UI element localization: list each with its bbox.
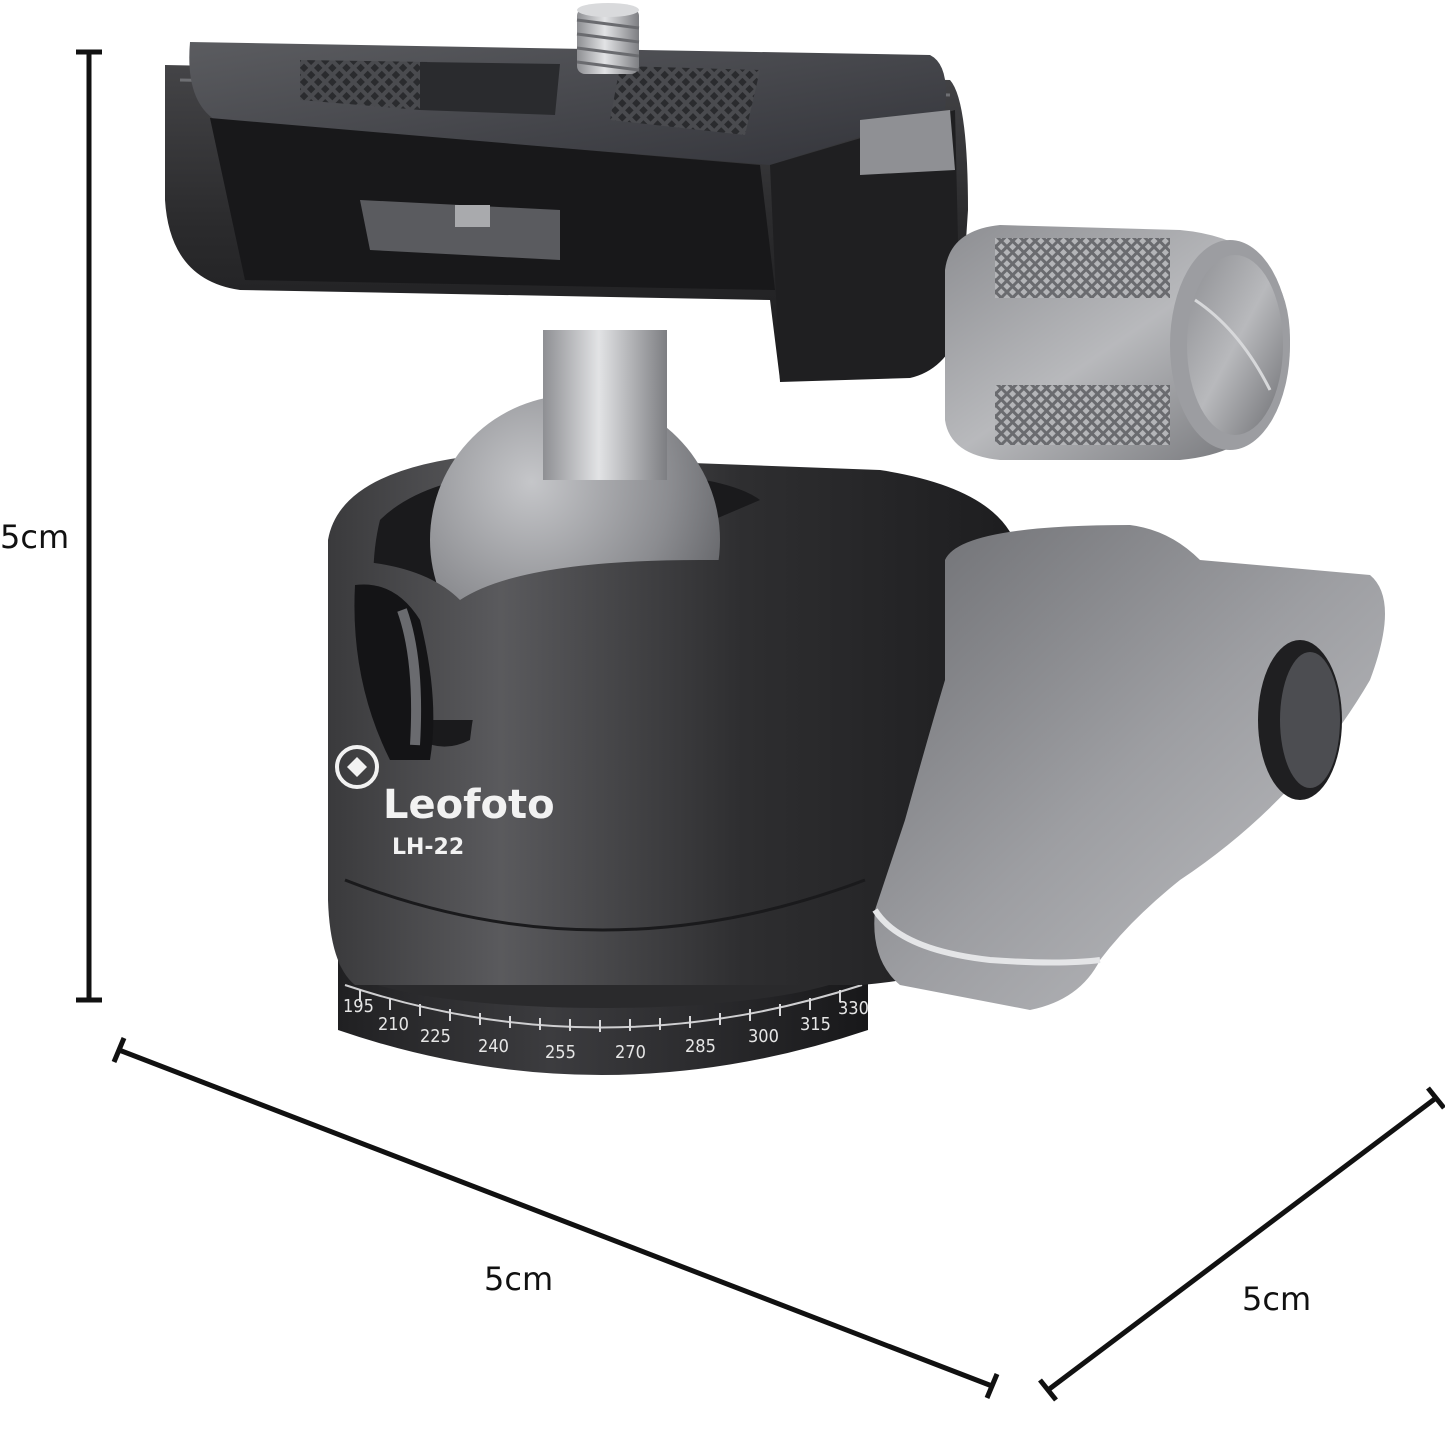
brand-logo: Leofoto LH-22 — [335, 745, 555, 860]
scale-number: 210 — [378, 1014, 409, 1035]
mounting-screw — [576, 3, 640, 74]
height-dimension-label: 5cm — [0, 518, 69, 556]
scale-number: 270 — [615, 1042, 646, 1063]
depth-dimension: 5cm — [1038, 1086, 1445, 1402]
scale-number: 225 — [420, 1026, 451, 1047]
scale-number: 195 — [343, 996, 374, 1017]
ball-head: 195 210 225 240 255 270 285 300 315 330 — [165, 3, 1385, 1075]
width-dimension: 5cm — [111, 1037, 1000, 1399]
brand-name: Leofoto — [383, 782, 555, 828]
width-dimension-label: 5cm — [484, 1260, 553, 1298]
panning-scale-ticks — [359, 990, 841, 1032]
depth-dimension-line — [1046, 1096, 1438, 1392]
width-dimension-cap-left — [111, 1037, 127, 1063]
depth-dimension-label: 5cm — [1242, 1280, 1311, 1318]
scale-number: 255 — [545, 1042, 576, 1063]
quick-release-clamp — [165, 3, 968, 382]
depth-dimension-cap-left — [1038, 1378, 1058, 1402]
scale-number: 240 — [478, 1036, 509, 1057]
clamp-knob — [945, 225, 1290, 460]
brand-logo-icon — [335, 745, 379, 789]
width-dimension-line — [118, 1047, 993, 1389]
scale-number: 330 — [838, 998, 869, 1019]
locking-lever — [872, 525, 1385, 1010]
depth-dimension-cap-right — [1426, 1086, 1445, 1110]
height-dimension: 5cm — [0, 49, 102, 1003]
model-number: LH-22 — [392, 835, 464, 860]
ball-stem — [543, 330, 667, 480]
panning-scale-numbers: 195 210 225 240 255 270 285 300 315 330 — [343, 996, 869, 1063]
width-dimension-cap-right — [984, 1373, 1000, 1399]
scale-number: 300 — [748, 1026, 779, 1047]
scale-number: 285 — [685, 1036, 716, 1057]
scale-number: 315 — [800, 1014, 831, 1035]
